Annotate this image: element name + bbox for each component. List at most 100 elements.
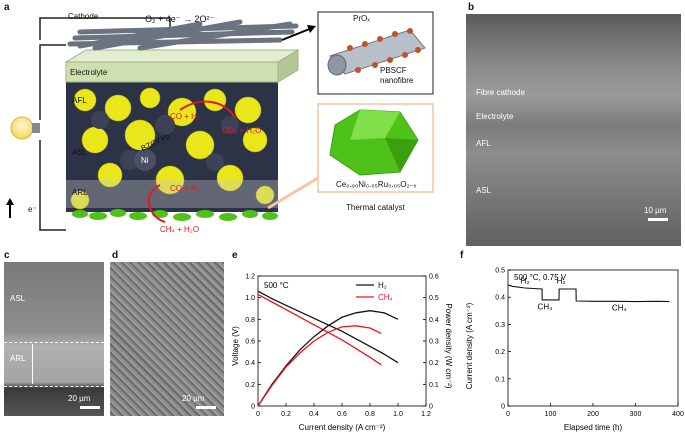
chart-e-y2tick-label: 0.3 xyxy=(429,339,439,346)
chart-e-y2tick-label: 0.5 xyxy=(429,295,439,302)
circuit-wire-top xyxy=(39,44,66,120)
panel-label-d: d xyxy=(112,250,119,261)
sem-c-arl: ARL xyxy=(10,354,26,363)
chart-e-ytick-label: 0.6 xyxy=(245,339,255,346)
prox-label: PrOₓ xyxy=(353,14,370,23)
reaction-co2-h2o: CO₂ + H₂O xyxy=(222,126,262,135)
chart-f-xtick-label: 200 xyxy=(587,411,599,418)
cathode-label: Cathode xyxy=(68,12,99,21)
chart-e-y2tick-label: 0.4 xyxy=(429,317,439,324)
sem-c-boundary-bottom xyxy=(4,386,104,387)
chart-e-ytick-label: 0 xyxy=(251,404,255,411)
chart-e-ylabel: Voltage (V) xyxy=(231,326,240,366)
sem-d-scalebar xyxy=(196,406,216,409)
chart-f-ytick-label: 0.3 xyxy=(495,322,505,329)
panel-label-e: e xyxy=(232,250,238,261)
chart-e-ytick-label: 1.0 xyxy=(245,295,255,302)
chart-e-ytick-label: 0.8 xyxy=(245,317,255,324)
cathode-fibres xyxy=(67,19,299,51)
ni-label: Ni xyxy=(141,156,149,165)
chart-e-y2tick-label: 0 xyxy=(429,404,433,411)
pbscf-label: PBSCF xyxy=(380,66,407,75)
electron-arrow-icon xyxy=(6,198,14,205)
chart-e-y2tick-label: 0.2 xyxy=(429,360,439,367)
chart-f-segment-label: H₂ xyxy=(557,277,566,286)
chart-f-ytick-label: 0 xyxy=(501,404,505,411)
electrolyte-label: Electrolyte xyxy=(70,68,108,77)
chart-f-xlabel: Elapsed time (h) xyxy=(564,423,623,432)
panel-label-b: b xyxy=(468,2,475,13)
sem-c-boundary-top xyxy=(4,342,104,343)
chart-f-segment-label: CH₄ xyxy=(538,302,553,311)
chart-e-series-power-2 xyxy=(257,310,399,407)
chart-f-ytick-label: 0.4 xyxy=(495,295,505,302)
chart-e-xtick-label: 1.2 xyxy=(421,411,431,418)
chart-e-y2tick-label: 0.1 xyxy=(429,382,439,389)
chart-e-ytick-label: 1.2 xyxy=(245,274,255,281)
nanofibre-label: nanofibre xyxy=(380,76,414,85)
panel-label-c: c xyxy=(4,250,10,261)
reaction-co-h2-top: CO + H₂ xyxy=(170,112,200,121)
sem-image-c: ASL ARL 20 µm xyxy=(4,262,104,416)
chart-f-xtick-label: 0 xyxy=(506,411,510,418)
chart-f-annotation: 500 °C, 0.75 V xyxy=(514,273,567,282)
chart-f-ytick-label: 0.1 xyxy=(495,376,505,383)
panel-label-a: a xyxy=(4,2,10,13)
chart-f-ylabel: Current density (A cm⁻²) xyxy=(465,302,474,389)
sem-b-afl: AFL xyxy=(476,139,491,148)
chart-e-series-voltage-1 xyxy=(257,293,382,366)
sem-b-electrolyte: Electrolyte xyxy=(476,112,514,121)
sem-b-scalebar-label: 10 µm xyxy=(644,206,667,215)
chart-e-xtick-label: 0 xyxy=(256,411,260,418)
chart-e-ytick-label: 0.4 xyxy=(245,360,255,367)
chart-e-ytick-label: 0.2 xyxy=(245,382,255,389)
chart-e-series-power-3 xyxy=(257,325,382,407)
chart-e-annotation: 500 °C xyxy=(264,281,289,290)
chart-f-segment-label: H₂ xyxy=(521,277,530,286)
arl-label: ARL xyxy=(72,188,88,197)
chart-f-frame xyxy=(507,269,679,407)
catalyst-layer xyxy=(72,209,278,221)
chart-e-legend-label: CH₄ xyxy=(378,293,393,302)
sem-b-asl: ASL xyxy=(476,186,492,195)
sem-d-scalebar-label: 20 µm xyxy=(182,394,205,403)
chart-e-xtick-label: 0.6 xyxy=(337,411,347,418)
sem-c-thickness-arrow xyxy=(32,344,33,384)
chart-e-xtick-label: 0.4 xyxy=(309,411,319,418)
chart-f-segment-label: CH₄ xyxy=(612,303,627,312)
chart-e-xtick-label: 0.2 xyxy=(281,411,291,418)
sem-b-scalebar xyxy=(648,218,668,221)
chart-f-xtick-label: 300 xyxy=(630,411,642,418)
light-bulb-icon xyxy=(10,116,40,140)
reaction-co-h2-bottom: CO + H₂ xyxy=(170,184,200,193)
nanofibre-drawing xyxy=(327,28,426,76)
chart-e-y2label: Power density (W cm⁻²) xyxy=(444,303,452,388)
sem-c-asl: ASL xyxy=(10,294,26,303)
chart-f-xtick-label: 100 xyxy=(545,411,557,418)
catalyst-caption: Thermal catalyst xyxy=(346,203,405,212)
reaction-ch4-h2o: CH₄ + H₂O xyxy=(160,225,200,234)
fuel-cell-schematic xyxy=(6,11,434,231)
chart-e-xlabel: Current density (A cm⁻²) xyxy=(299,423,386,432)
asl-label: ASL xyxy=(72,148,88,157)
circuit-wire-bottom xyxy=(39,140,66,231)
sem-c-scalebar-label: 20 µm xyxy=(68,394,91,403)
chart-e-xtick-label: 0.8 xyxy=(365,411,375,418)
afl-label: AFL xyxy=(72,96,87,105)
sem-b-fibre-cathode: Fibre cathode xyxy=(476,88,525,97)
chart-e-series-voltage-0 xyxy=(257,290,399,364)
chart-e-legend-label: H₂ xyxy=(378,281,387,290)
sem-image-b: Fibre cathode Electrolyte AFL ASL 10 µm xyxy=(466,14,681,246)
cathode-reaction: O₂ + 4e⁻ → 2O²⁻ xyxy=(145,14,215,24)
panel-label-f: f xyxy=(460,250,464,261)
chart-f-xtick-label: 400 xyxy=(672,411,684,418)
chart-f-ytick-label: 0.5 xyxy=(495,268,505,275)
chart-f-ytick-label: 0.2 xyxy=(495,349,505,356)
chart-f-series-current xyxy=(507,284,670,303)
chart-e-frame xyxy=(257,275,427,407)
electron-label: e⁻ xyxy=(28,205,37,214)
sem-image-d: 20 µm xyxy=(110,262,224,416)
chart-e-y2tick-label: 0.6 xyxy=(429,274,439,281)
